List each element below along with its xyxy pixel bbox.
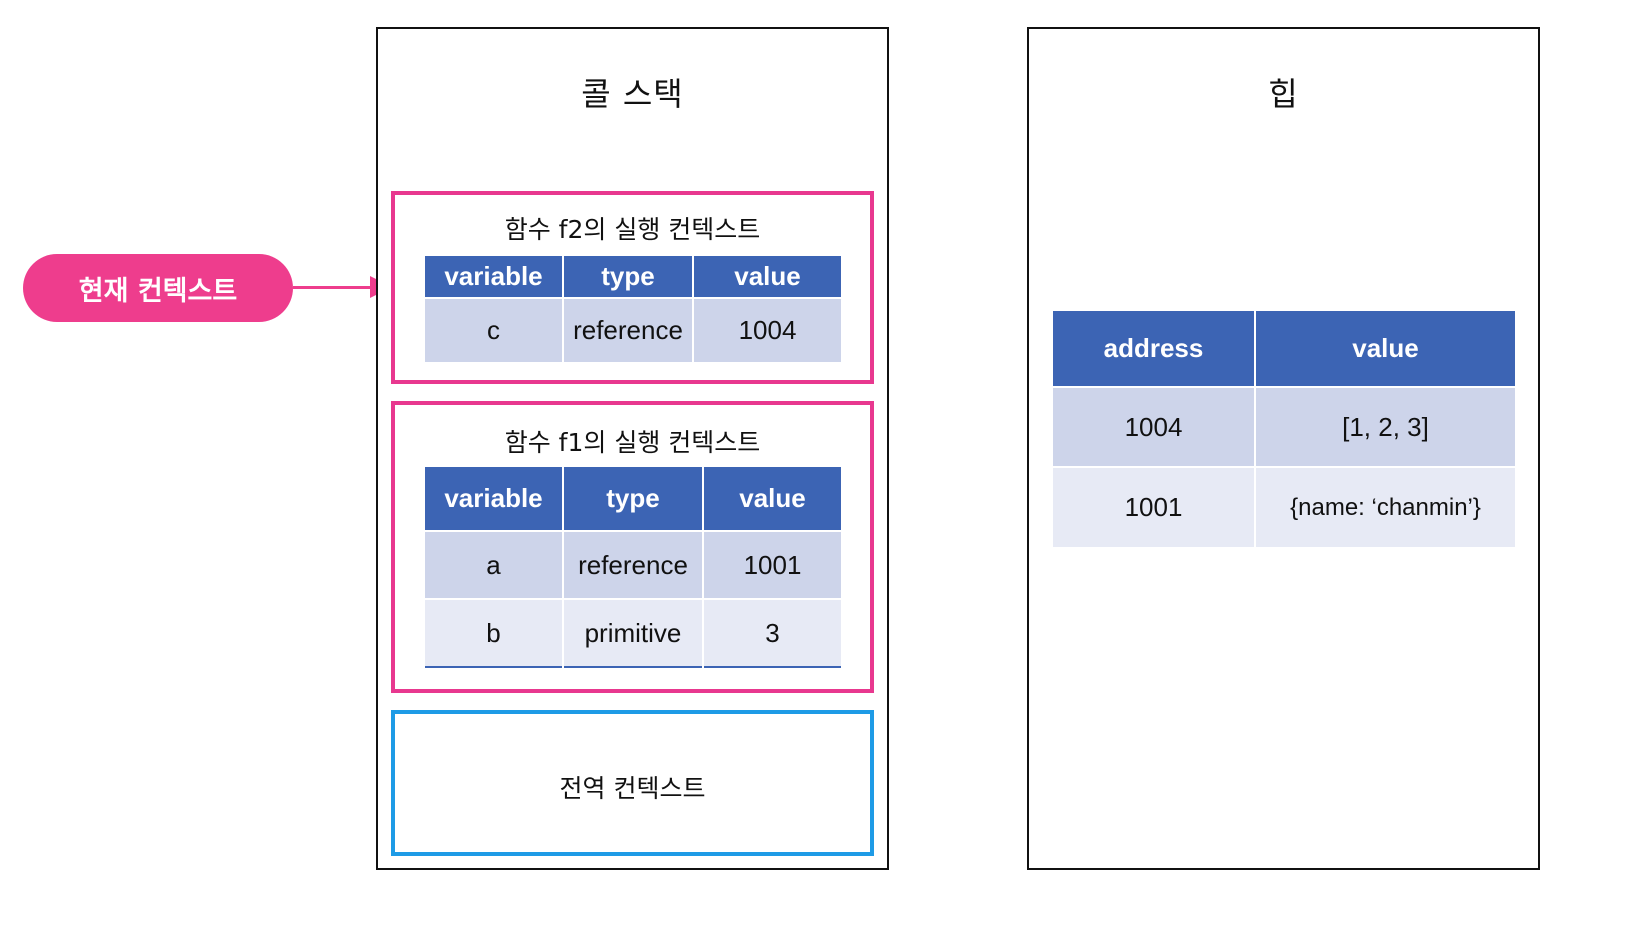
column-header-value: value [1255,311,1515,387]
context-title: 함수 f2의 실행 컨텍스트 [504,215,761,244]
f2-execution-context: 함수 f2의 실행 컨텍스트 variable type value c ref… [391,191,874,384]
f1-execution-context: 함수 f1의 실행 컨텍스트 variable type value a ref… [391,401,874,693]
cell-value: 3 [703,598,841,667]
column-header-type: type [563,467,704,531]
column-header-value: value [693,256,841,298]
variable-table: variable type value a reference 1001 b p… [425,467,841,668]
cell-type: reference [563,530,704,599]
cell-value: {name: ‘chanmin’} [1255,466,1515,547]
cell-type: primitive [563,598,704,667]
table-row: a reference 1001 [425,530,841,599]
cell-variable: a [425,530,564,599]
table-row: 1001 {name: ‘chanmin’} [1053,466,1515,547]
table-row: b primitive 3 [425,598,841,667]
column-header-address: address [1053,311,1256,387]
cell-type: reference [563,297,694,362]
context-title: 함수 f1의 실행 컨텍스트 [504,428,761,457]
cell-address: 1004 [1053,386,1256,467]
call-stack-title: 콜 스택 [581,75,684,113]
variable-table: variable type value c reference 1004 [425,256,841,362]
current-context-label: 현재 컨텍스트 [23,254,293,322]
column-header-variable: variable [425,467,564,531]
cell-value: 1001 [703,530,841,599]
column-header-type: type [563,256,694,298]
heap-panel: 힙 address value 1004 [1, 2, 3] 1001 {nam… [1027,27,1540,870]
cell-address: 1001 [1053,466,1256,547]
table-row: c reference 1004 [425,297,841,362]
table-row: 1004 [1, 2, 3] [1053,386,1515,467]
call-stack-panel: 콜 스택 함수 f2의 실행 컨텍스트 variable type value … [376,27,889,870]
column-header-variable: variable [425,256,564,298]
column-header-value: value [703,467,841,531]
cell-variable: c [425,297,564,362]
heap-table: address value 1004 [1, 2, 3] 1001 {name:… [1053,311,1515,547]
cell-variable: b [425,598,564,667]
cell-value: [1, 2, 3] [1255,386,1515,467]
cell-value: 1004 [693,297,841,362]
global-execution-context: 전역 컨텍스트 [391,710,874,856]
heap-title: 힙 [1268,75,1299,113]
context-title: 전역 컨텍스트 [559,774,706,803]
current-context-arrow [293,286,373,289]
